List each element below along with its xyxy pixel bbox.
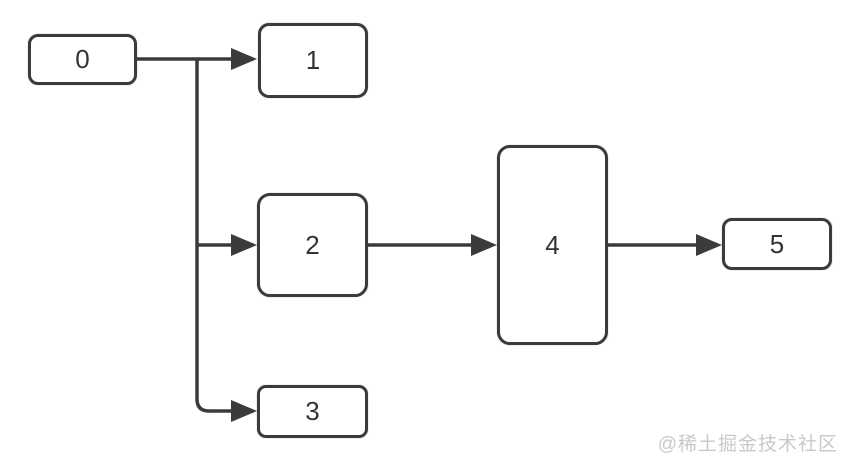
node-4-label: 4: [545, 229, 560, 260]
edge-2-4-arrowhead-icon: [471, 234, 497, 256]
node-2: 2: [257, 193, 368, 297]
node-2-label: 2: [305, 229, 320, 260]
edge-0-3-arrowhead-icon: [231, 400, 257, 422]
edge-0-1-arrowhead-icon: [231, 48, 257, 70]
edge-0-3: [195, 59, 257, 422]
node-4: 4: [497, 145, 608, 345]
edge-0-2: [197, 234, 257, 256]
node-5-label: 5: [769, 228, 785, 259]
node-0-label: 0: [75, 44, 90, 74]
node-3-label: 3: [305, 396, 320, 426]
node-0: 0: [28, 34, 137, 85]
node-3: 3: [257, 385, 368, 438]
edge-4-5: [608, 234, 722, 256]
edge-0-2-arrowhead-icon: [231, 234, 257, 256]
edge-0-3-line: [195, 59, 233, 413]
node-1-label: 1: [305, 45, 321, 75]
edge-0-1: [137, 48, 257, 70]
edge-4-5-arrowhead-icon: [696, 234, 722, 256]
node-1: 1: [258, 23, 368, 98]
watermark: @稀土掘金技术社区: [657, 434, 838, 455]
edge-2-4: [368, 234, 497, 256]
node-5: 5: [722, 218, 832, 270]
